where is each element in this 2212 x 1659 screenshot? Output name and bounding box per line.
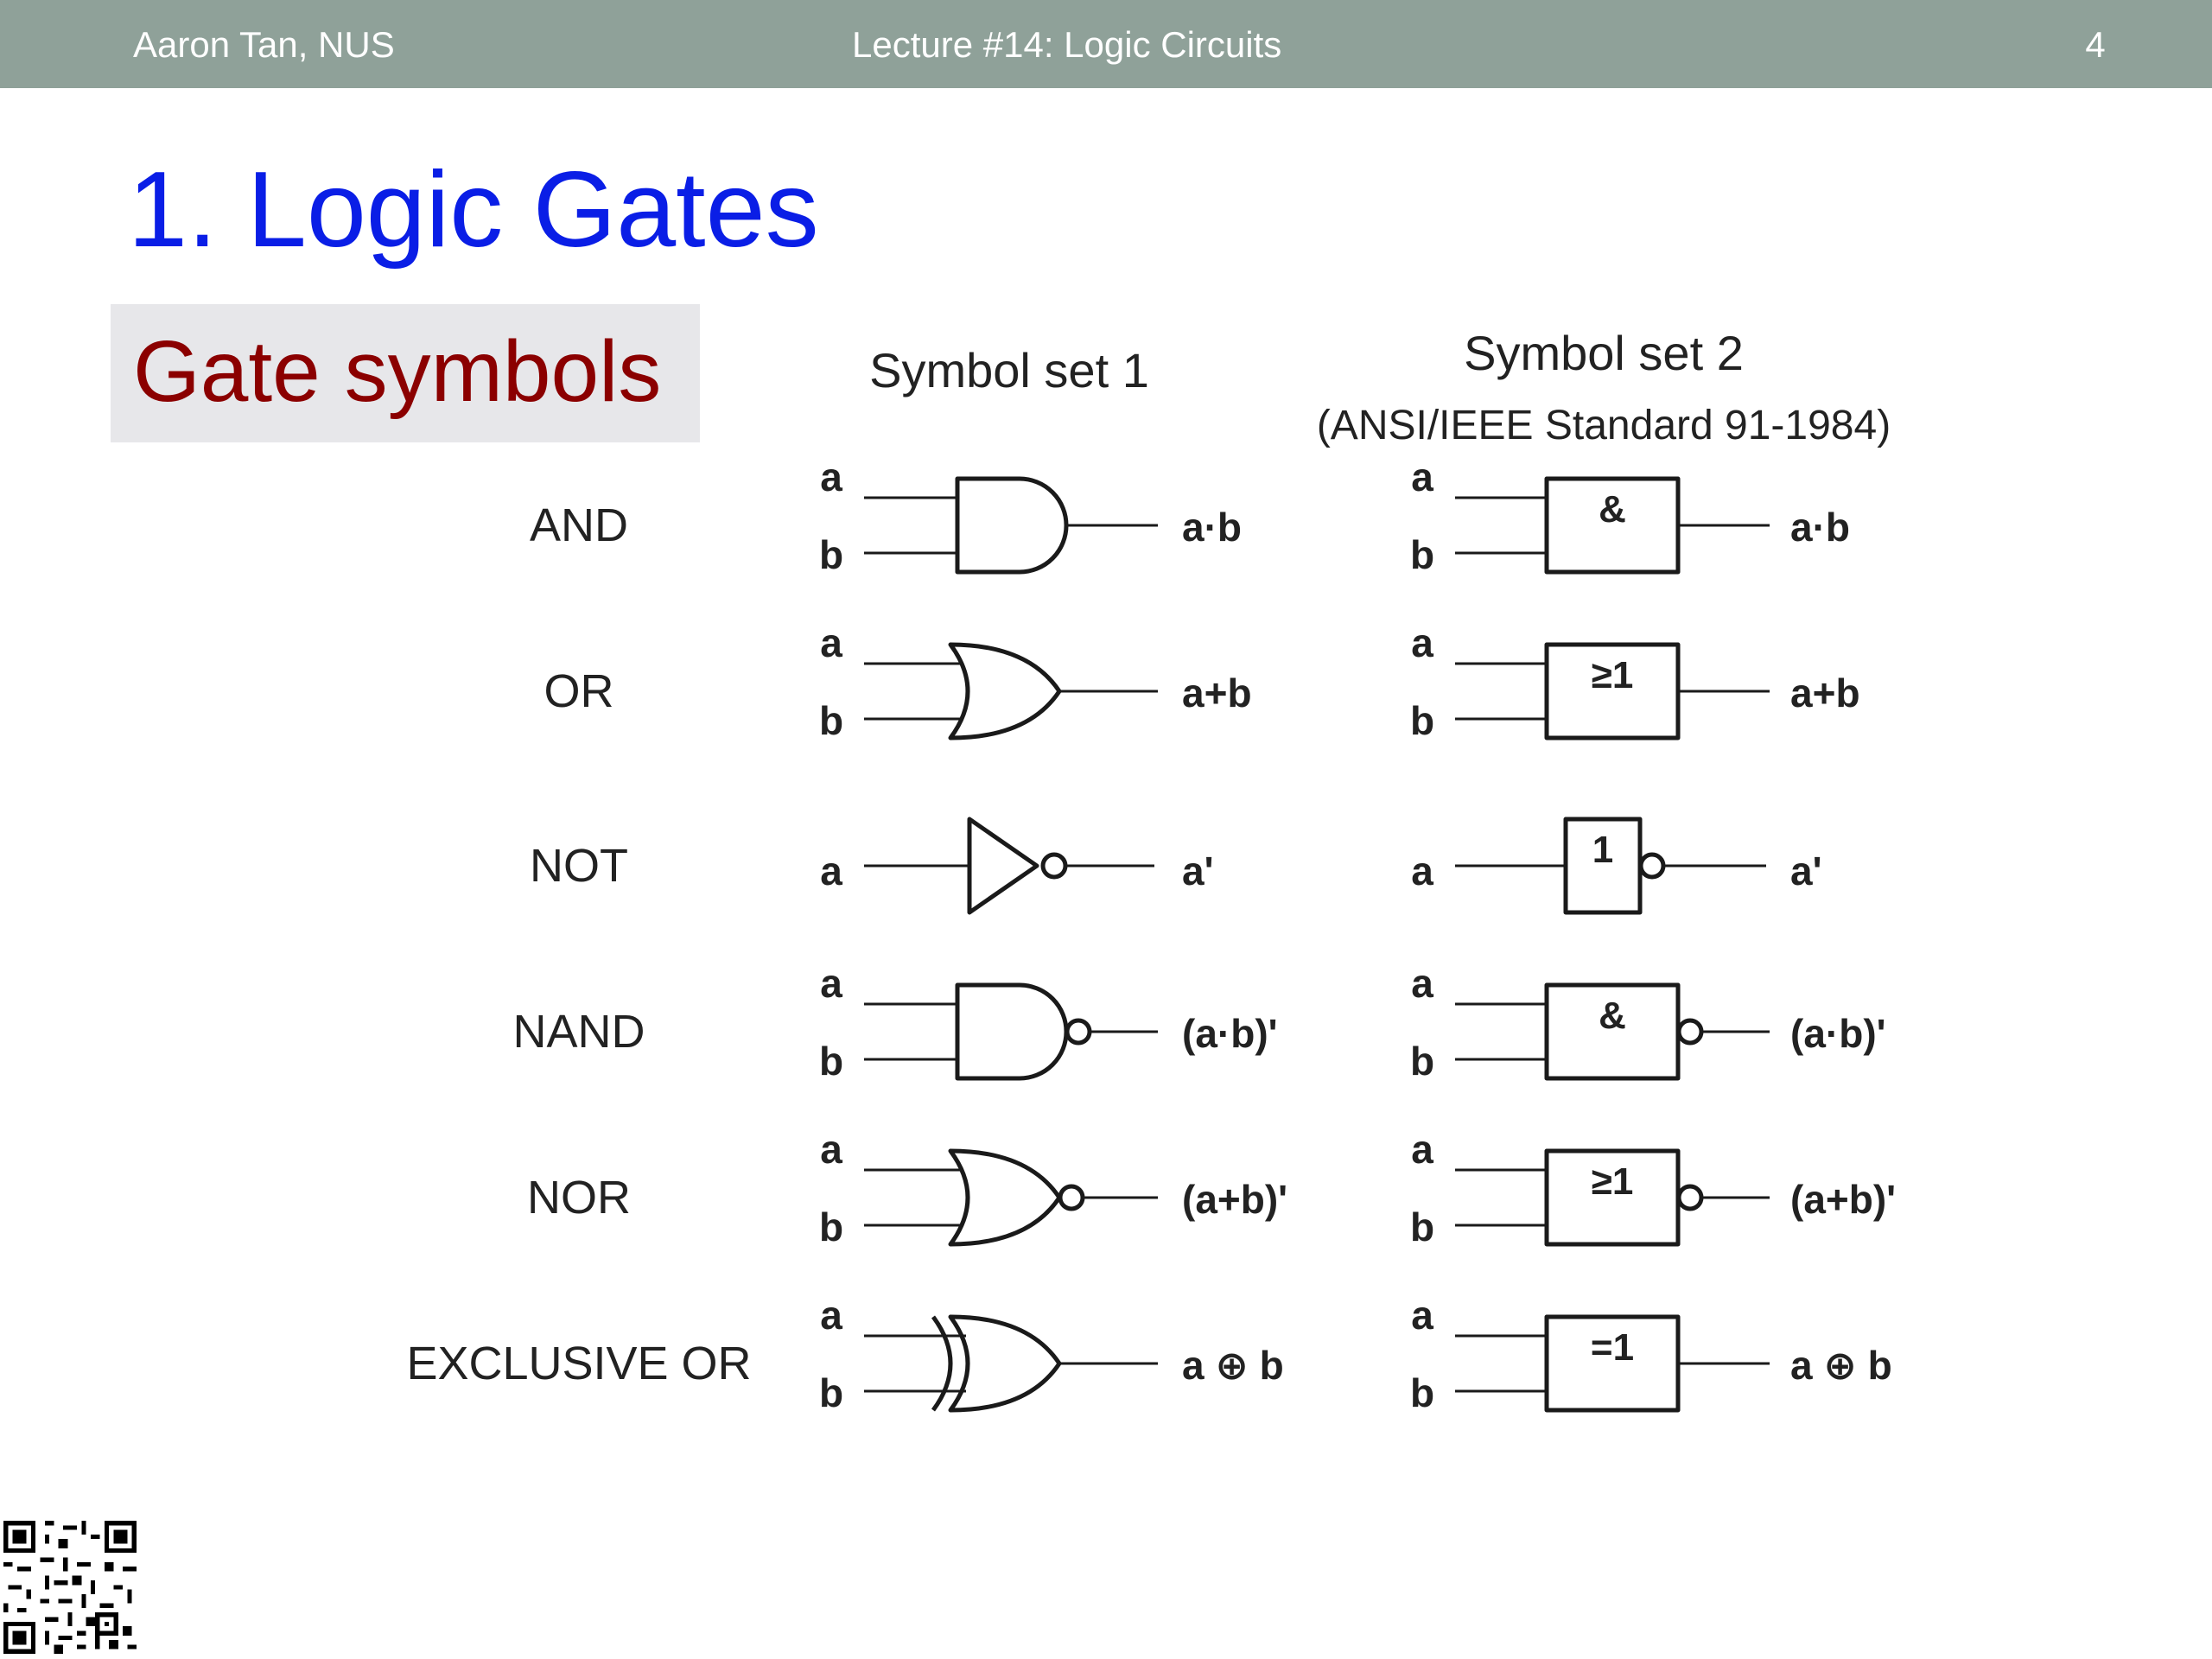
set2-nor-input-a: a: [1411, 1127, 1433, 1172]
set1-nand-input-b: b: [819, 1039, 843, 1084]
set1-and-output: a·b: [1182, 505, 1242, 550]
set2-and-input-b: b: [1410, 532, 1434, 577]
gate-name-nand: NAND: [512, 1006, 645, 1058]
set1-or-output: a+b: [1182, 671, 1252, 715]
set1-xor-body: [948, 1314, 1062, 1413]
header-author: Aaron Tan, NUS: [133, 24, 395, 65]
set2-or-symbol: ≥1: [1592, 654, 1634, 696]
set1-nor-body: [948, 1148, 1062, 1247]
slide-header: Aaron Tan, NUS Lecture #14: Logic Circui…: [0, 0, 2212, 88]
set1-xor-extra-curve: [931, 1315, 953, 1412]
gate-name-xor: EXCLUSIVE OR: [406, 1338, 751, 1389]
set1-or-input-b: b: [819, 698, 843, 743]
set2-or-output: a+b: [1790, 671, 1860, 715]
set1-nand-output: (a·b)': [1182, 1011, 1278, 1056]
set2-not-symbol: 1: [1592, 829, 1613, 871]
set2-xor-symbol: =1: [1591, 1326, 1634, 1369]
set1-or-body: [948, 642, 1062, 741]
set2-not-output: a': [1790, 849, 1822, 893]
set2-and-output: a·b: [1790, 505, 1850, 550]
slide-subtitle: Gate symbols: [133, 323, 662, 420]
set2-nand-output: (a·b)': [1790, 1011, 1886, 1056]
set2-nor-input-b: b: [1410, 1205, 1434, 1249]
set1-nor-bubble: [1058, 1184, 1085, 1211]
set1-xor-output: a ⊕ b: [1182, 1343, 1284, 1388]
set2-xor-input-b: b: [1410, 1370, 1434, 1415]
set2-nor-symbol: ≥1: [1592, 1160, 1634, 1203]
set2-and-symbol: &: [1599, 488, 1626, 531]
set1-nand-bubble: [1065, 1018, 1092, 1046]
symbol-set-2-heading: Symbol set 2: [1464, 326, 1744, 380]
header-lecture-title: Lecture #14: Logic Circuits: [852, 24, 1282, 65]
symbol-set-2-standard: (ANSI/IEEE Standard 91-1984): [1317, 403, 1891, 448]
gate-name-not: NOT: [530, 840, 628, 892]
set1-nor-output: (a+b)': [1182, 1177, 1287, 1222]
set1-not-triangle: [967, 817, 1039, 915]
gate-name-nor: NOR: [527, 1172, 631, 1224]
gate-name-or: OR: [544, 665, 614, 717]
set2-xor-output: a ⊕ b: [1790, 1343, 1892, 1388]
set1-and-input-a: a: [820, 454, 842, 499]
set1-nor-input-b: b: [819, 1205, 843, 1249]
set2-nand-input-b: b: [1410, 1039, 1434, 1084]
set2-nor-output: (a+b)': [1790, 1177, 1896, 1222]
slide-title: 1. Logic Gates: [128, 150, 819, 270]
set1-nand-body: [955, 982, 1069, 1081]
set2-nand-bubble: [1676, 1018, 1704, 1046]
set2-and-input-a: a: [1411, 454, 1433, 499]
set1-nor-input-a: a: [820, 1127, 842, 1172]
set1-and-input-b: b: [819, 532, 843, 577]
set2-not-bubble: [1638, 852, 1666, 880]
set2-or-input-b: b: [1410, 698, 1434, 743]
set1-not-input-a: a: [820, 849, 842, 893]
set2-nand-input-a: a: [1411, 961, 1433, 1006]
set1-not-output: a': [1182, 849, 1214, 893]
set1-not-bubble: [1040, 852, 1068, 880]
set2-nor-bubble: [1676, 1184, 1704, 1211]
set2-not-input-a: a: [1411, 849, 1433, 893]
subtitle-box: [111, 304, 700, 442]
qr-code-icon: [3, 1521, 137, 1654]
set2-xor-input-a: a: [1411, 1293, 1433, 1338]
set1-xor-input-b: b: [819, 1370, 843, 1415]
set1-and-body: [955, 476, 1069, 575]
symbol-set-1-heading: Symbol set 1: [869, 343, 1149, 397]
set2-or-input-a: a: [1411, 620, 1433, 665]
header-page-number: 4: [2085, 24, 2106, 65]
set1-nand-input-a: a: [820, 961, 842, 1006]
set1-or-input-a: a: [820, 620, 842, 665]
set2-nand-symbol: &: [1599, 995, 1626, 1037]
gate-name-and: AND: [530, 499, 628, 551]
set1-xor-input-a: a: [820, 1293, 842, 1338]
